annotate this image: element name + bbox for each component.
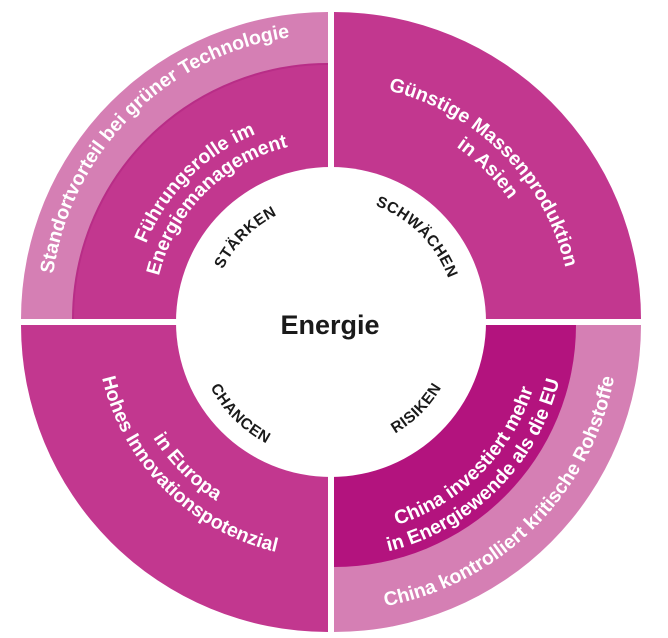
center-circle	[176, 167, 486, 477]
center-title: Energie	[280, 310, 379, 340]
staerken-ring-edge	[72, 63, 329, 320]
